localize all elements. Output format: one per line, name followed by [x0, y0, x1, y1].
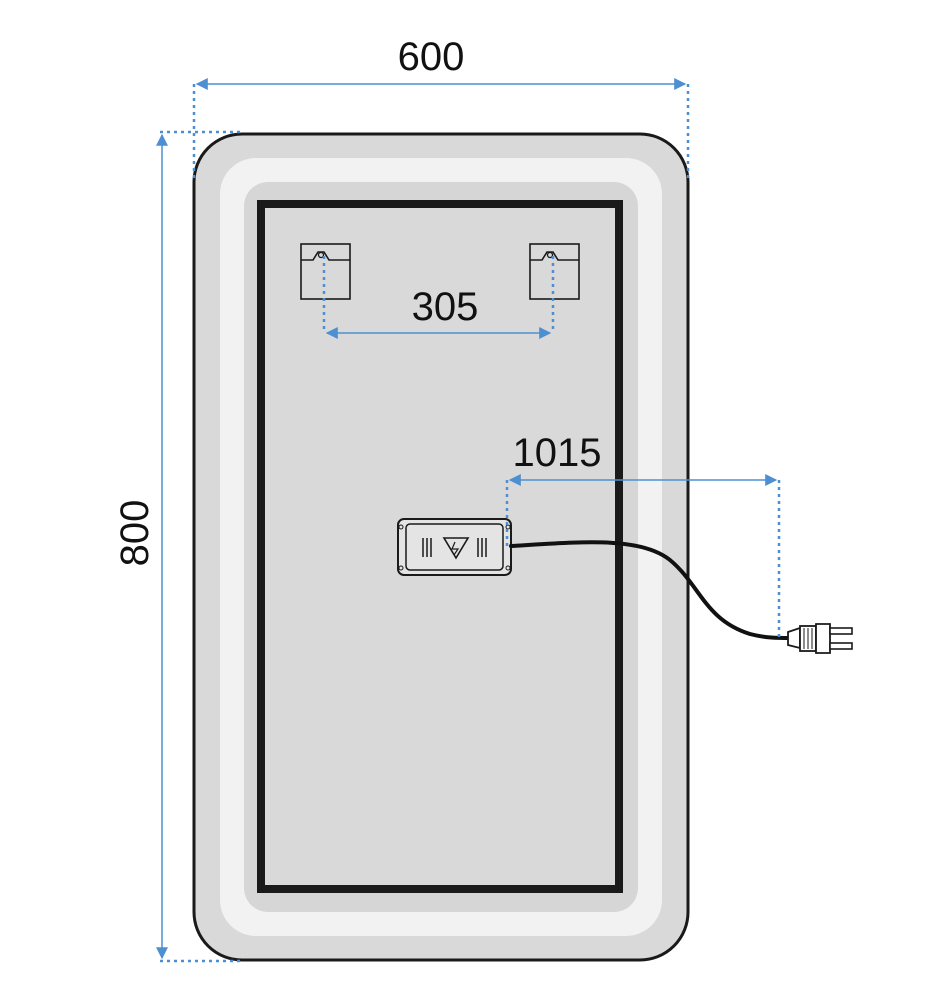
height-dimension: 800	[113, 130, 244, 963]
led-driver-box-icon	[397, 518, 512, 576]
cable-length-dimension: 1015	[505, 431, 781, 638]
power-cable	[509, 540, 792, 640]
width-label: 600	[398, 35, 465, 79]
hanger-spacing-dimension: 305	[322, 256, 555, 339]
power-plug-icon	[787, 623, 853, 654]
width-dimension: 600	[192, 35, 690, 178]
height-label: 800	[113, 500, 157, 567]
hanger-spacing-label: 305	[412, 285, 479, 329]
left-hanger-icon	[300, 243, 351, 300]
cable-length-label: 1015	[513, 431, 602, 475]
right-hanger-icon	[529, 243, 580, 300]
